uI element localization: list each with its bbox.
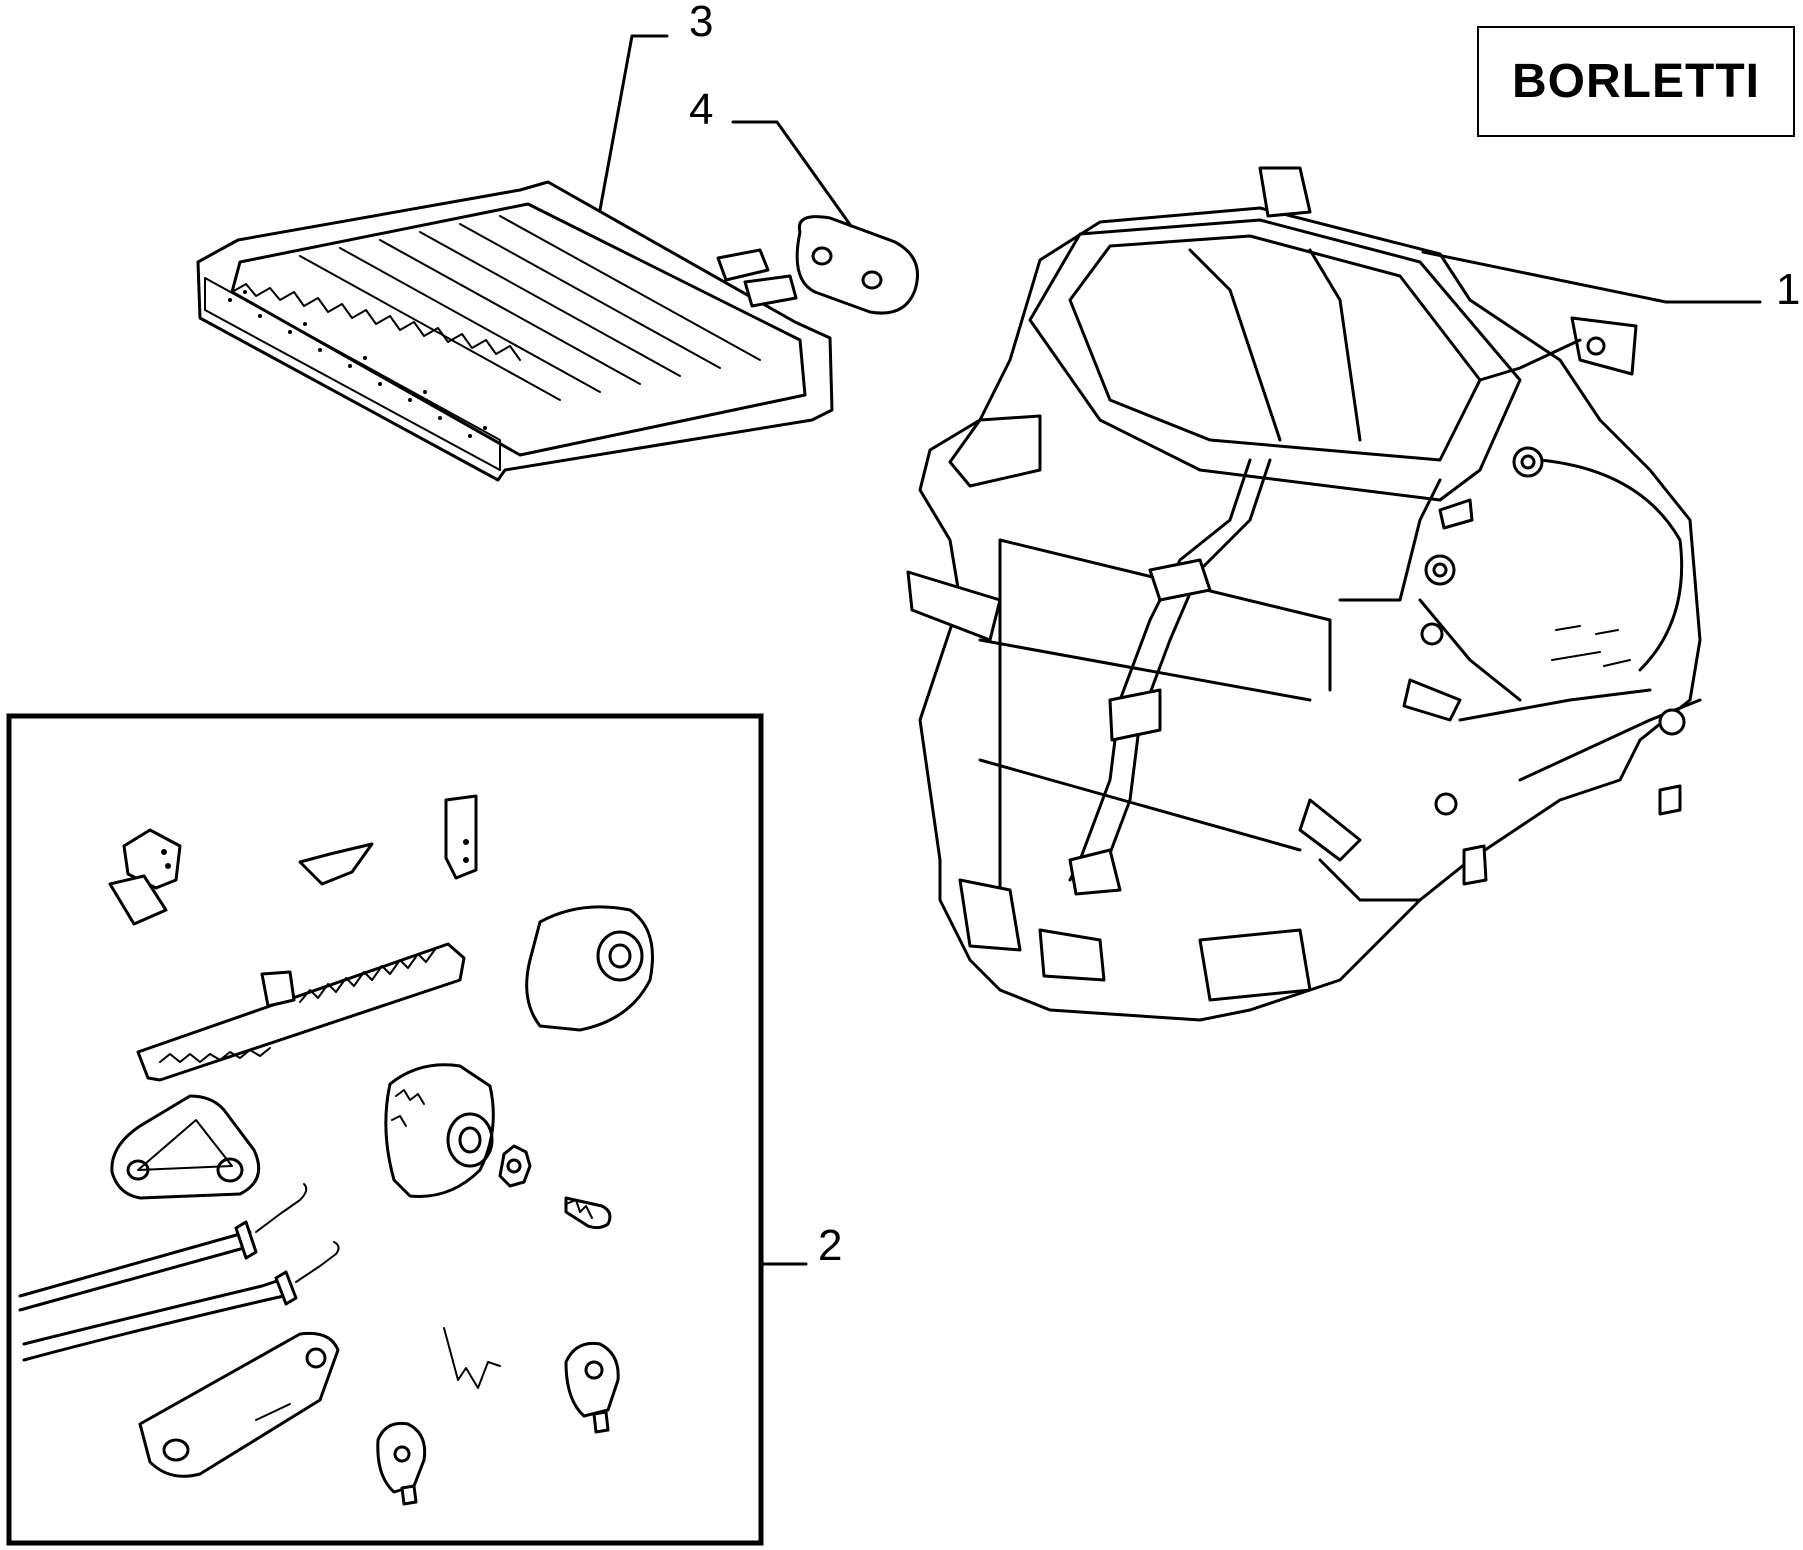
- brand-label-box: BORLETTI: [1477, 26, 1795, 137]
- pipe-seal-gasket-icon[interactable]: [795, 215, 919, 315]
- leader-lines: [598, 34, 1762, 1266]
- control-linkage-kit-icon[interactable]: [18, 794, 654, 1506]
- heater-housing-icon[interactable]: [906, 166, 1702, 1022]
- kit-frame: [6, 713, 764, 1546]
- brand-label: BORLETTI: [1512, 55, 1760, 108]
- callout-4: 4: [689, 85, 714, 134]
- callout-3: 3: [689, 0, 714, 46]
- callout-2: 2: [818, 1221, 843, 1270]
- callout-1: 1: [1776, 265, 1801, 314]
- heater-radiator-icon[interactable]: [196, 180, 834, 482]
